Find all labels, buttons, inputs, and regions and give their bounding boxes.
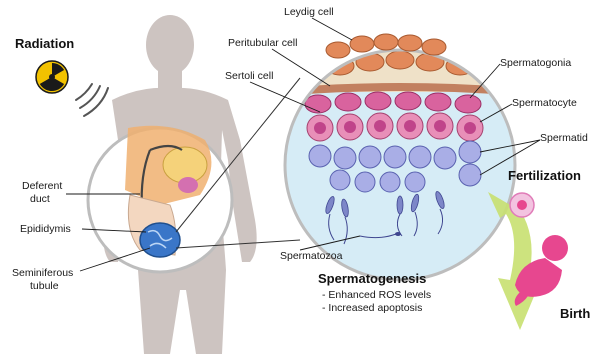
seminiferous-tubule-label-1: Seminiferous <box>12 267 73 279</box>
effect-ros: - Enhanced ROS levels <box>322 289 431 301</box>
radiation-hazard-icon <box>36 61 68 94</box>
radiation-label: Radiation <box>15 36 74 51</box>
peritubular-cell-label: Peritubular cell <box>228 37 297 49</box>
spermatogenesis-title: Spermatogenesis <box>318 271 426 286</box>
radiation-waves-icon <box>76 84 108 116</box>
sertoli-cell-label: Sertoli cell <box>225 70 273 82</box>
reproductive-system-inset <box>88 126 232 272</box>
leydig-cell-label: Leydig cell <box>284 6 334 18</box>
tubule-cross-section <box>280 40 520 280</box>
seminiferous-tubule-label-2: tubule <box>30 280 59 292</box>
effect-apoptosis: - Increased apoptosis <box>322 302 422 314</box>
deferent-duct-label-2: duct <box>30 193 50 205</box>
birth-label: Birth <box>560 306 590 321</box>
epididymis-label: Epididymis <box>20 223 71 235</box>
fertilization-label: Fertilization <box>508 168 581 183</box>
spermatocyte-label: Spermatocyte <box>512 97 577 109</box>
fertilized-egg-icon <box>510 193 534 217</box>
spermatogonia-label: Spermatogonia <box>500 57 571 69</box>
deferent-duct-label-1: Deferent <box>22 180 62 192</box>
spermatozoa-label: Spermatozoa <box>280 250 343 262</box>
spermatid-label: Spermatid <box>540 132 588 144</box>
